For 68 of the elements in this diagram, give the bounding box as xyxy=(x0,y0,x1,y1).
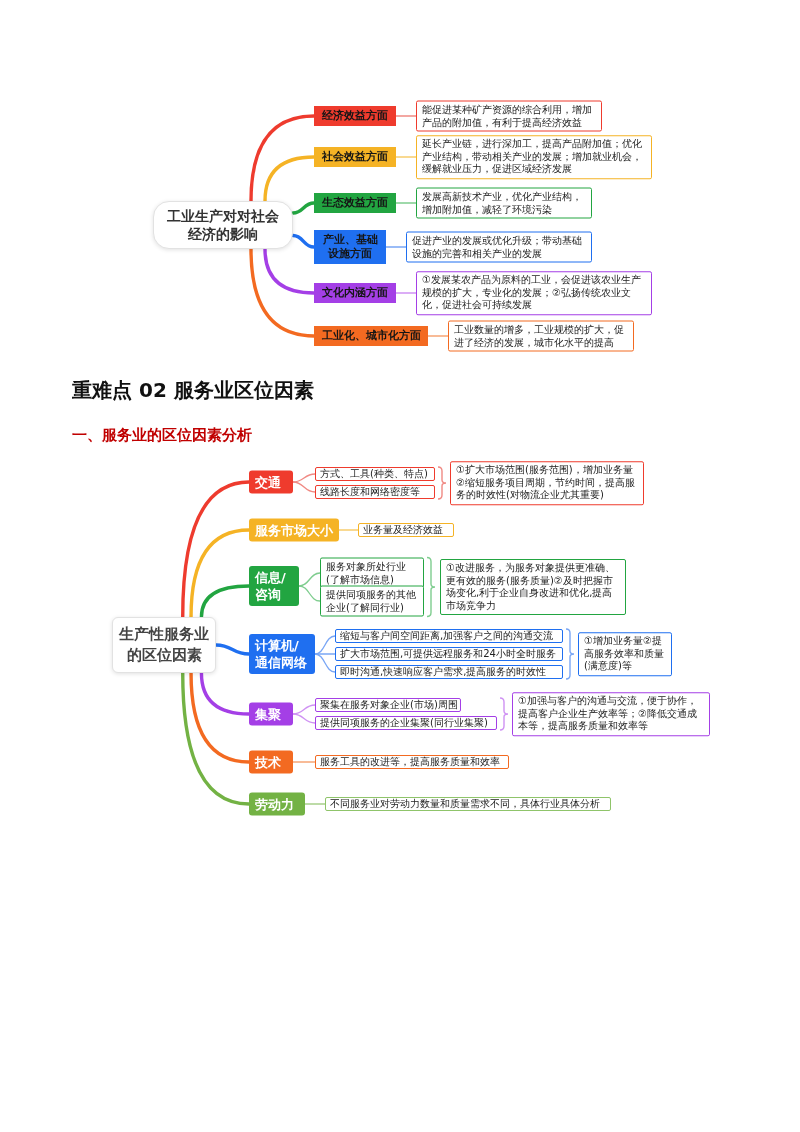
connector-line xyxy=(395,156,417,158)
branch-topic: 劳动力 xyxy=(249,792,305,816)
connector-line xyxy=(298,585,321,602)
sub-topic: 业务量及经济效益 xyxy=(358,523,454,537)
branch-topic: 计算机/通信网络 xyxy=(249,634,315,674)
branch-line xyxy=(199,671,251,716)
connector-line xyxy=(292,473,316,483)
detail-note: 延长产业链，进行深加工，提高产品附加值；优化产业结构，带动相关产业的发展；增加就业机会，缓解就业压力，促进区域经济发展 xyxy=(416,135,652,179)
connector-line xyxy=(292,481,316,493)
detail-note: ①改进服务，为服务对象提供更准确、更有效的服务(服务质量)②及时把握市场变化,利于企业自身改进和优化,提高市场竞争力 xyxy=(440,559,626,615)
branch-topic: 文化内涵方面 xyxy=(314,283,396,303)
connector-line xyxy=(304,803,326,805)
branch-line xyxy=(291,233,316,249)
sub-topic: 服务工具的改进等，提高服务质量和效率 xyxy=(315,755,509,769)
connector-line xyxy=(314,653,336,673)
central-topic: 生产性服务业的区位因素 xyxy=(112,617,216,673)
connector-line xyxy=(292,761,316,763)
branch-line xyxy=(291,201,316,215)
branch-line xyxy=(263,247,316,295)
branch-line xyxy=(199,584,251,619)
branch-topic: 生态效益方面 xyxy=(314,193,396,213)
branch-line xyxy=(263,155,316,203)
branch-topic: 集聚 xyxy=(249,702,293,726)
detail-note: 发展高新技术产业，优化产业结构，增加附加值，减轻了环境污染 xyxy=(416,187,592,219)
branch-line xyxy=(189,671,251,764)
branch-line xyxy=(249,114,316,203)
connector-line xyxy=(395,115,417,117)
subsection-heading: 一、服务业的区位因素分析 xyxy=(72,426,252,445)
sub-topic: 线路长度和网络密度等 xyxy=(315,485,435,499)
branch-topic: 经济效益方面 xyxy=(314,106,396,126)
connector-line xyxy=(395,292,417,294)
detail-note: ①增加业务量②提高服务效率和质量(满意度)等 xyxy=(578,632,672,676)
detail-note: 工业数量的增多，工业规模的扩大，促进了经济的发展，城市化水平的提高 xyxy=(448,320,634,352)
connector-line xyxy=(292,704,316,715)
branch-topic: 技术 xyxy=(249,750,293,774)
connector-line xyxy=(427,335,449,337)
branch-line xyxy=(181,671,251,806)
connector-line xyxy=(385,246,407,248)
connector-line xyxy=(298,572,321,587)
detail-note: 能促进某种矿产资源的综合利用，增加产品的附加值，有利于提高经济效益 xyxy=(416,100,602,132)
sub-topic: 提供同项服务的企业集聚(同行业集聚) xyxy=(315,716,497,730)
detail-note: 促进产业的发展或优化升级；带动基础设施的完善和相关产业的发展 xyxy=(406,231,592,263)
branch-topic: 工业化、城市化方面 xyxy=(314,326,428,346)
detail-note: ①扩大市场范围(服务范围)，增加业务量②缩短服务项目周期，节约时间，提高服务的时效性(对物流企业尤其重要) xyxy=(450,461,644,505)
branch-topic: 信息/咨询 xyxy=(249,566,299,606)
sub-topic: 聚集在服务对象企业(市场)周围 xyxy=(315,698,461,712)
branch-line xyxy=(249,247,316,338)
branch-topic: 交通 xyxy=(249,470,293,494)
sub-topic: 缩短与客户间空间距离,加强客户之间的沟通交流 xyxy=(335,629,563,643)
connector-line xyxy=(292,713,316,724)
detail-note: ①加强与客户的沟通与交流，便于协作，提高客户企业生产效率等；②降低交通成本等，提高服务质量和效率等 xyxy=(512,692,710,736)
detail-note: ①发展某农产品为原料的工业，会促进该农业生产规模的扩大，专业化的发展；②弘扬传统农业文化，促进社会可持续发展 xyxy=(416,271,652,315)
branch-line xyxy=(214,643,251,656)
central-topic: 工业生产对对社会经济的影响 xyxy=(153,201,293,249)
connector-line xyxy=(395,202,417,204)
detail-note: 服务对象所处行业(了解市场信息) xyxy=(320,557,424,589)
branch-topic: 社会效益方面 xyxy=(314,147,396,167)
branch-line xyxy=(181,480,251,619)
sub-topic: 扩大市场范围,可提供远程服务和24小时全时服务 xyxy=(335,647,563,661)
sub-topic: 即时沟通,快速响应客户需求,提高服务的时效性 xyxy=(335,665,563,679)
branch-topic: 产业、基础设施方面 xyxy=(314,230,386,264)
sub-topic: 方式、工具(种类、特点) xyxy=(315,467,435,481)
detail-note: 提供同项服务的其他企业(了解同行业) xyxy=(320,585,424,617)
connector-line xyxy=(338,529,359,531)
section-heading: 重难点 02 服务业区位因素 xyxy=(72,377,314,404)
branch-line xyxy=(189,528,251,619)
branch-topic: 服务市场大小 xyxy=(249,518,339,542)
sub-topic: 不同服务业对劳动力数量和质量需求不同，具体行业具体分析 xyxy=(325,797,611,811)
